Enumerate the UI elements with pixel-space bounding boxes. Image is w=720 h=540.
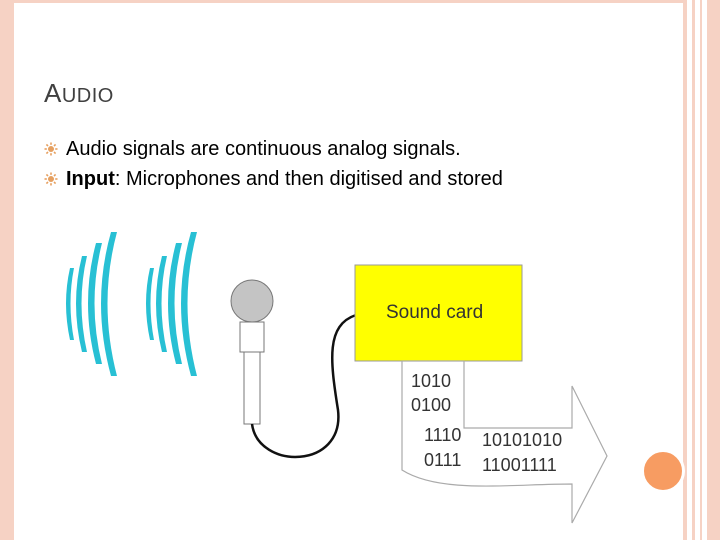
bits-label: 1010 [411,371,451,391]
bits-label: 11001111 [482,455,557,475]
bits-label: 0100 [411,395,451,415]
bits-label: 10101010 [482,430,562,450]
sound-waves-left [66,232,117,376]
bits-label: 1110 [424,425,461,445]
sound-card-label: Sound card [386,302,483,323]
microphone-cable [252,315,356,457]
bits-label: 0111 [424,450,461,470]
sound-waves-right [146,232,197,376]
microphone-icon [231,280,273,424]
